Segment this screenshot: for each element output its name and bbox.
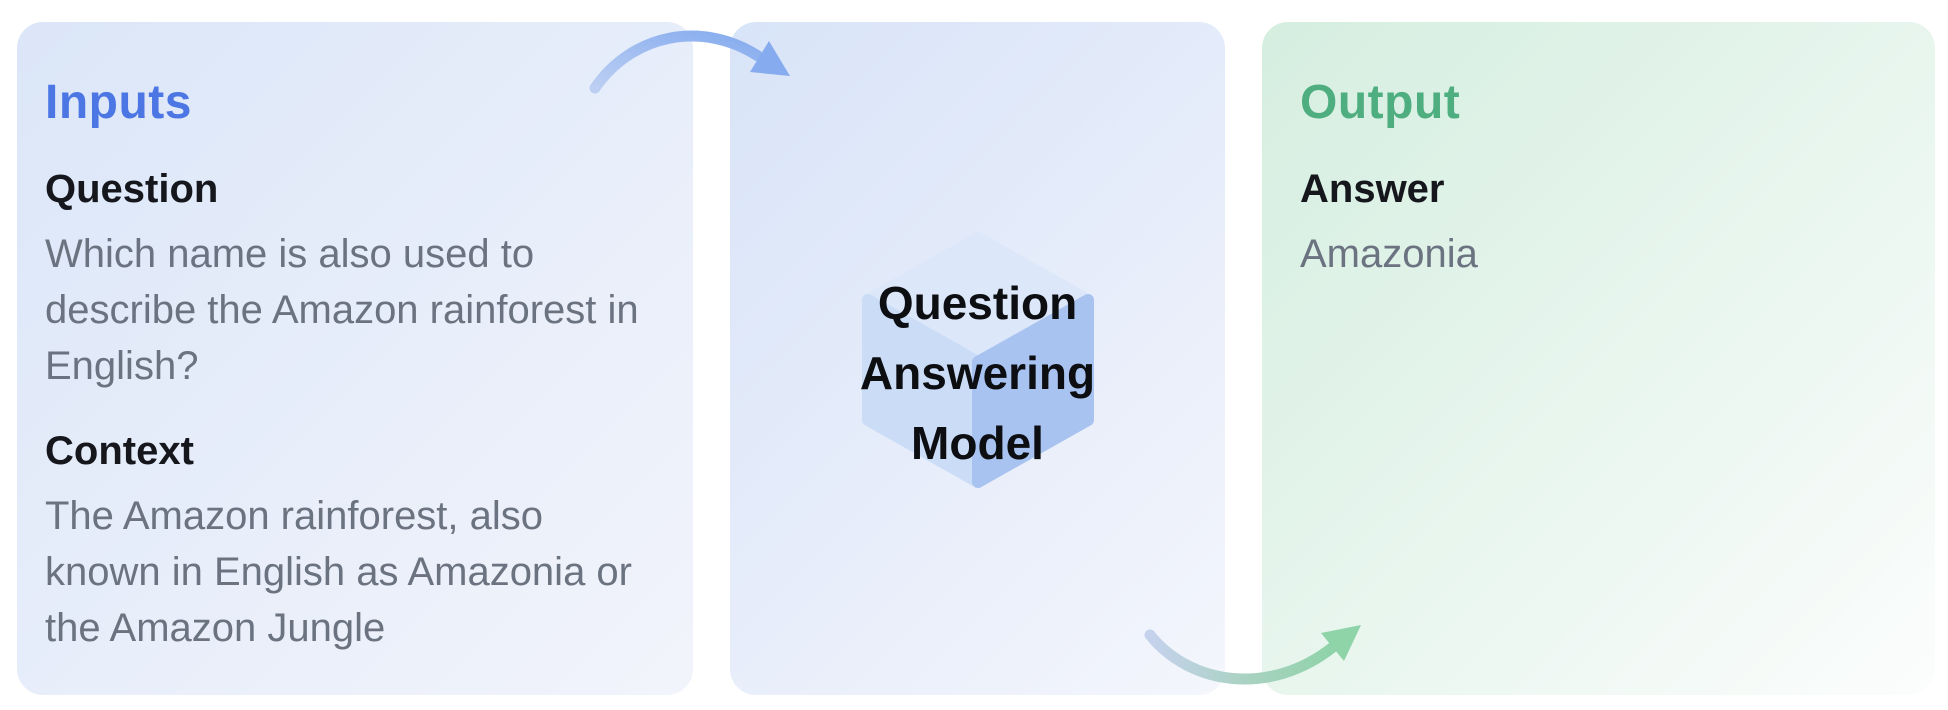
answer-label: Answer [1300, 167, 1445, 211]
cube-icon [862, 232, 1094, 488]
context-text: The Amazon rainforest, also known in Eng… [45, 494, 632, 650]
output-panel: Output Answer Amazonia [1262, 22, 1935, 695]
context-label: Context [45, 429, 194, 473]
inputs-panel: Inputs Question Which name is also used … [17, 22, 693, 695]
answer-field: Answer Amazonia [1300, 164, 1911, 282]
output-panel-title: Output [1300, 76, 1461, 129]
inputs-panel-title: Inputs [45, 76, 192, 129]
inputs-to-model-curved-arrow-icon [589, 30, 790, 94]
context-field: Context The Amazon rainforest, also know… [45, 426, 669, 656]
model-label: Question Answering Model [859, 277, 1096, 469]
question-text: Which name is also used to describe the … [45, 232, 639, 388]
model-to-output-curved-arrow-icon [1144, 625, 1361, 685]
model-panel: Question Answering Model [730, 22, 1225, 695]
question-field: Question Which name is also used to desc… [45, 164, 669, 394]
question-label: Question [45, 167, 219, 211]
answer-text: Amazonia [1300, 232, 1478, 276]
